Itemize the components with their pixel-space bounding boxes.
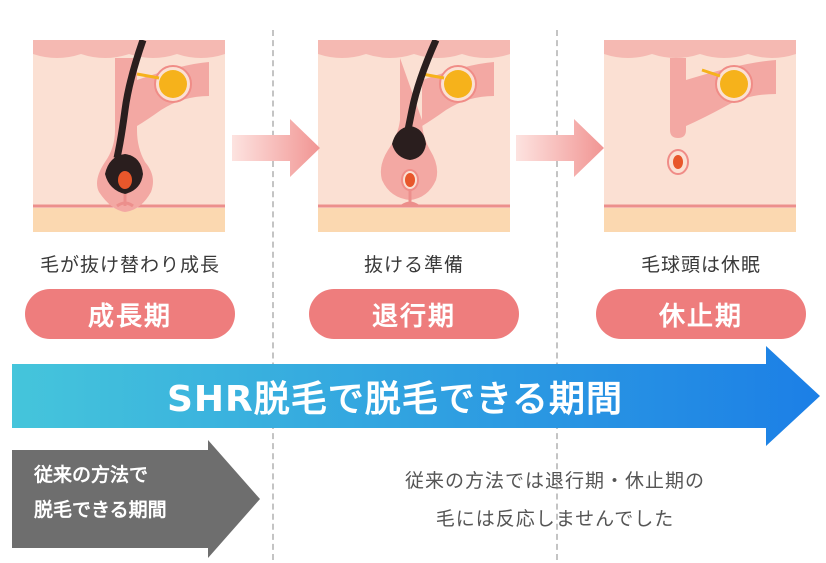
telogen-label: 休止期 [596,289,806,339]
conventional-period-arrow [12,440,260,558]
conventional-period-line-2: 脱毛できる期間 [34,499,167,521]
telogen-diagram [604,40,796,232]
conventional-period-label: 従来の方法で 脱毛できる期間 [34,458,234,528]
note-line-1: 従来の方法では退行期・休止期の [404,470,705,492]
anagen-diagram [33,40,225,232]
shr-period-label: SHR脱毛で脱毛できる期間 [166,379,624,420]
stage-divider-1 [272,30,274,560]
anagen-label: 成長期 [25,289,235,339]
shr-period-arrow [12,346,820,446]
anagen-description: 毛が抜け替わり成長 [39,254,220,276]
note-line-2: 毛には反応しませんでした [435,508,675,530]
stage-transition-arrow-2 [516,119,604,177]
stage-transition-arrow-1 [232,119,320,177]
catagen-description: 抜ける準備 [363,254,464,276]
stage-divider-2 [556,30,558,560]
catagen-diagram [318,40,510,232]
telogen-description: 毛球頭は休眠 [640,254,761,276]
conventional-method-note: 従来の方法では退行期・休止期の 毛には反応しませんでした [300,462,810,538]
conventional-period-line-1: 従来の方法で [34,464,149,486]
catagen-label: 退行期 [309,289,519,339]
